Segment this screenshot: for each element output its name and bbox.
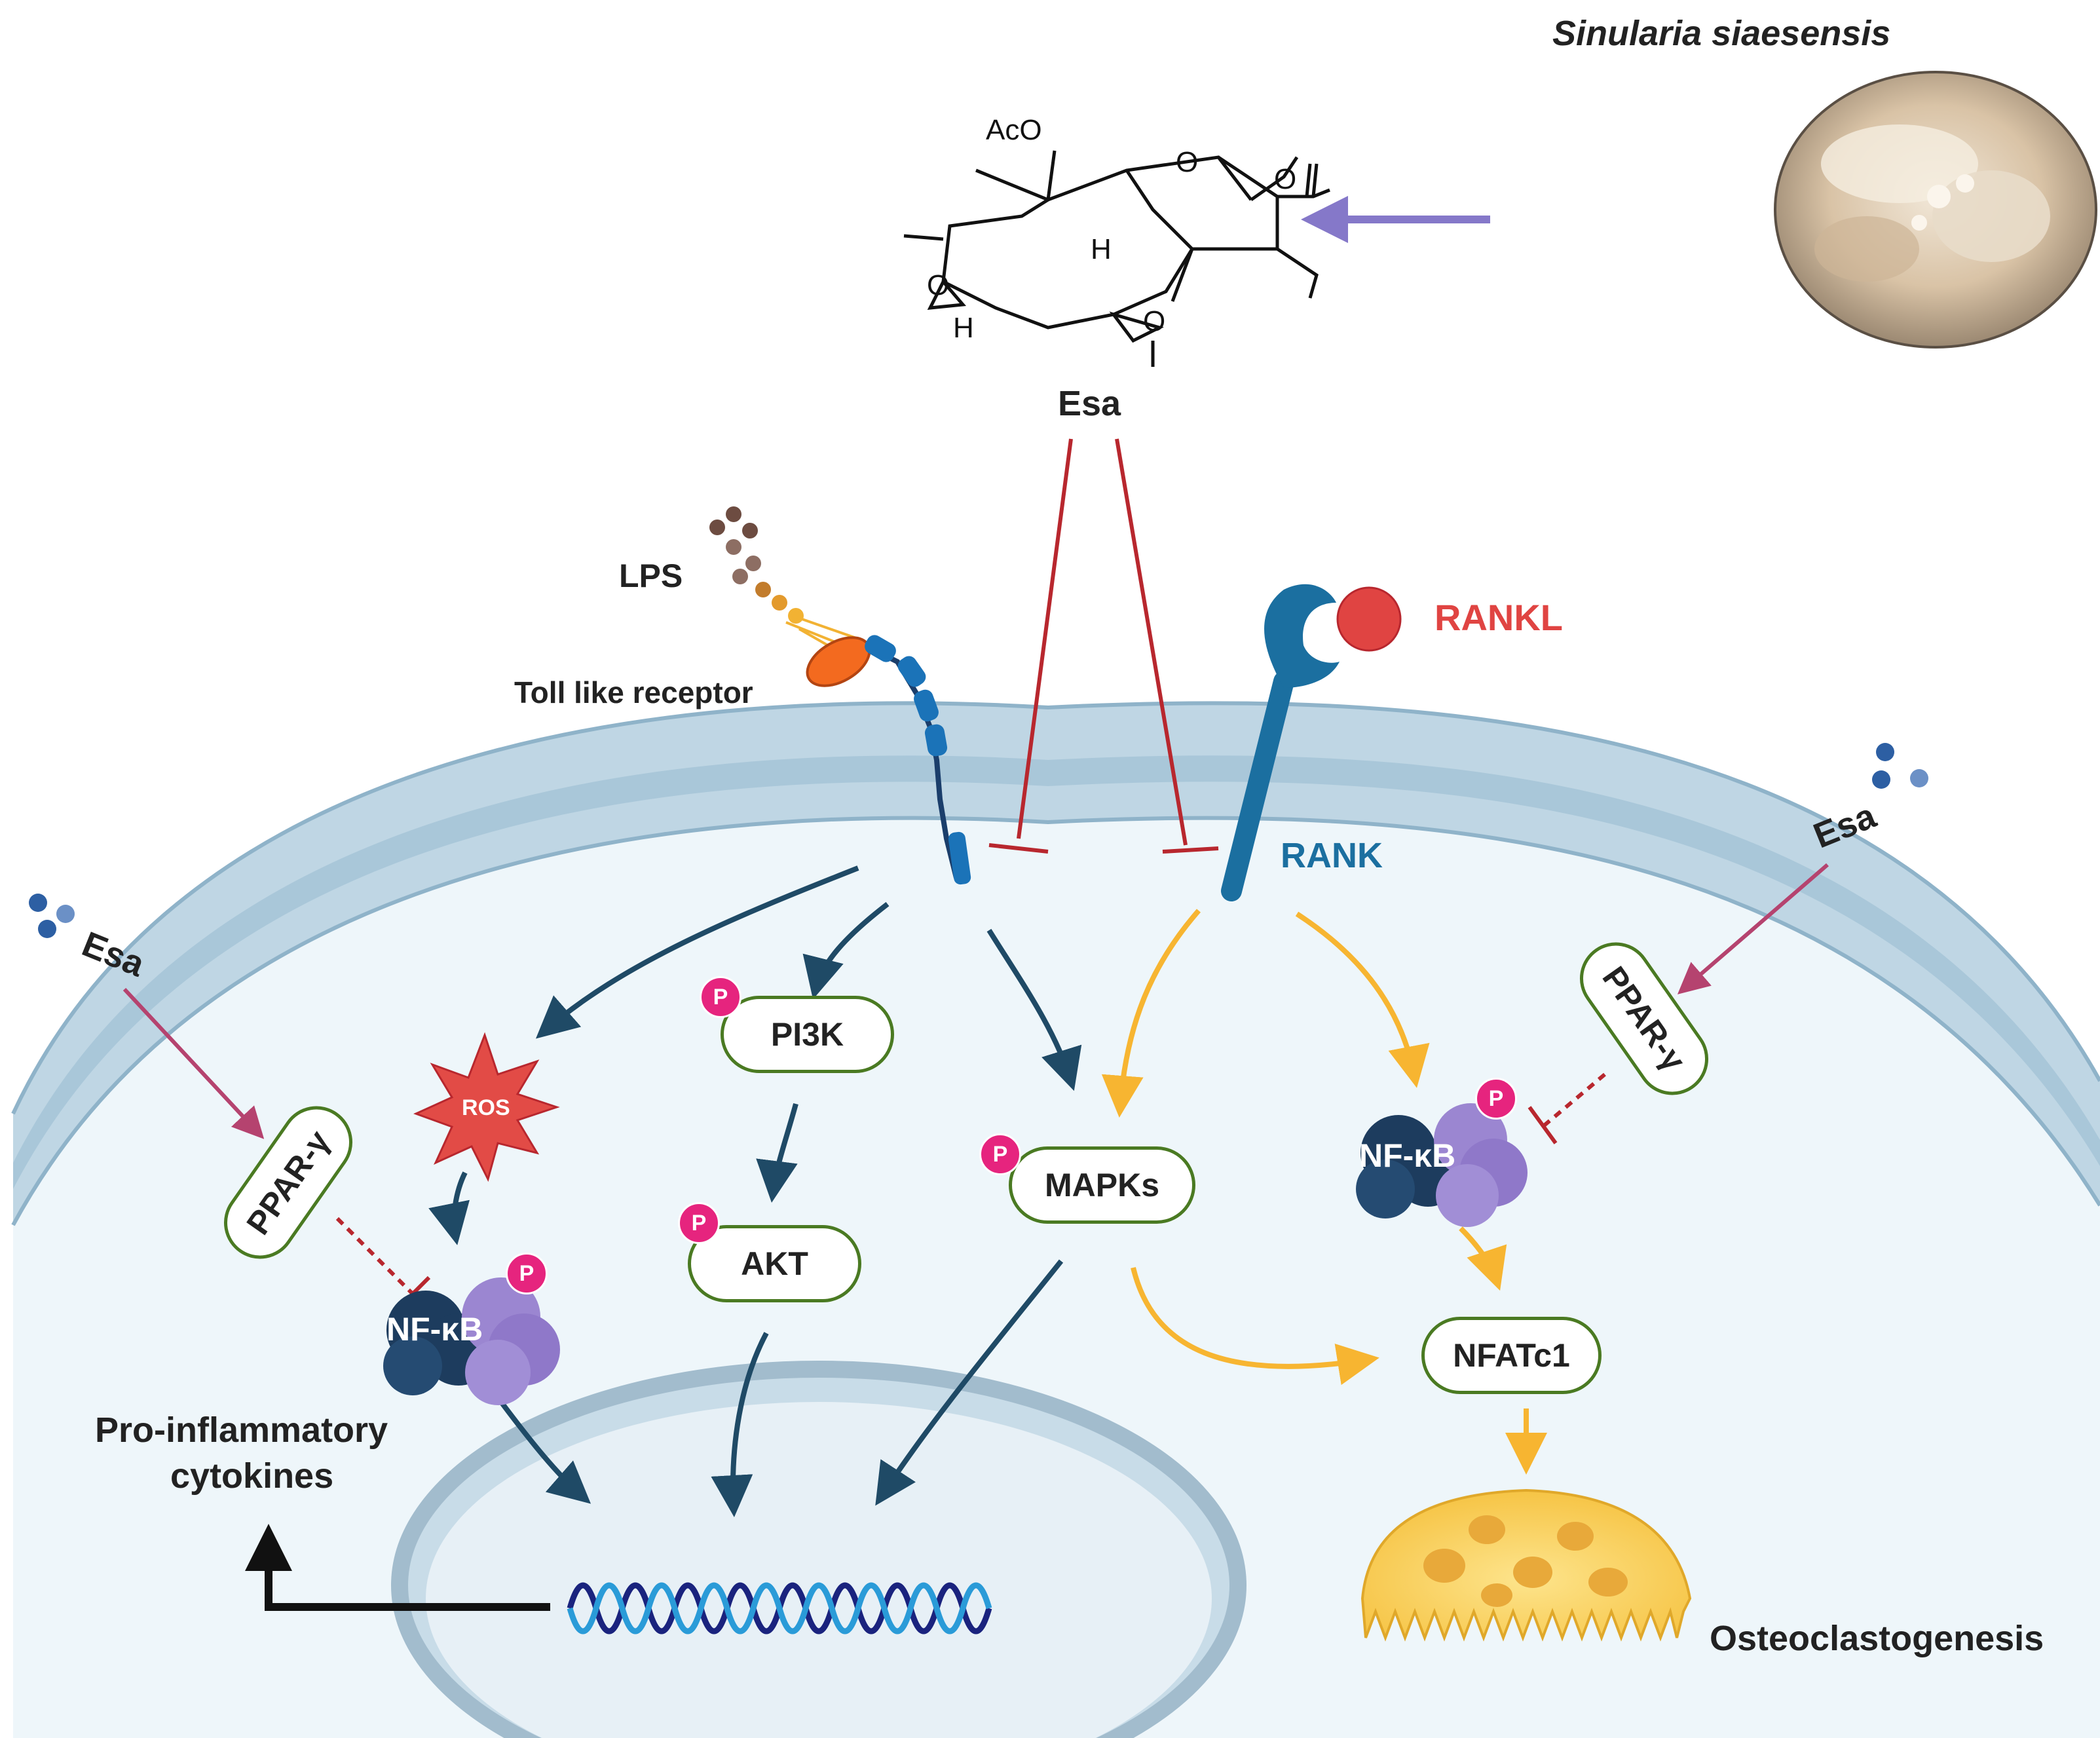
lps-label: LPS <box>619 557 683 594</box>
tlr-label: Toll like receptor <box>514 675 753 709</box>
carbonyl-o-label: O <box>1274 163 1296 195</box>
pi3k-phospho-badge: P <box>700 976 741 1018</box>
rank-signal-arrows <box>1101 909 1547 1475</box>
esa-molecules-right <box>1872 743 1928 789</box>
hydrogen-left: H <box>953 312 974 344</box>
hydrogen-right: H <box>1091 233 1112 265</box>
esa-to-ppar-left-arrow <box>122 987 265 1139</box>
ppar-right-inhibition <box>1528 1072 1606 1144</box>
nucleus <box>391 1361 1247 1738</box>
osteoclastogenesis-label: Osteoclastogenesis <box>1710 1619 2044 1658</box>
tlr-icon <box>806 635 971 885</box>
mapks-phospho-badge: P <box>979 1133 1021 1175</box>
nfatc1-node: NFATc1 <box>1421 1317 1602 1394</box>
akt-phospho-badge: P <box>678 1202 720 1244</box>
nfkb-left-label: NF-κB <box>386 1311 483 1348</box>
esa-compound-label: Esa <box>1058 384 1121 423</box>
esa-to-ppar-right-arrow <box>1677 863 1829 994</box>
source-organism-label: Sinularia siaesensis <box>1552 14 1891 53</box>
esa-inhibition-lines <box>988 438 1219 854</box>
nfkb-left-phospho-badge: P <box>506 1253 548 1294</box>
nfkb-right-label: NF-κB <box>1359 1137 1456 1174</box>
cytokine-output-arrow <box>245 1524 550 1611</box>
rankl-label: RANKL <box>1434 597 1563 638</box>
cytokines-label-line1: Pro-inflammatory <box>95 1410 388 1450</box>
nfatc1-label: NFATc1 <box>1453 1337 1570 1374</box>
ros-burst-icon <box>413 1032 560 1182</box>
mapks-label: MAPKs <box>1044 1167 1160 1203</box>
rank-label: RANK <box>1281 836 1383 875</box>
acetoxy-label: AcO <box>986 114 1042 146</box>
nfkb-right-phospho-badge: P <box>1475 1078 1517 1120</box>
esa-chemical-structure <box>903 150 1330 367</box>
rankl-ligand <box>1336 586 1402 652</box>
nucleoplasm <box>426 1402 1212 1738</box>
pi3k-node: PI3K <box>721 996 894 1073</box>
tlr-signal-arrows <box>428 865 1082 1517</box>
coral-photo <box>1774 71 2097 349</box>
mapks-node: MAPKs <box>1009 1146 1195 1224</box>
membrane-inner-edge <box>11 816 2100 1226</box>
membrane-outer-edge <box>11 701 2100 1115</box>
akt-node: AKT <box>688 1225 861 1302</box>
akt-label: AKT <box>741 1245 808 1282</box>
cytokines-label-line2: cytokines <box>170 1456 334 1496</box>
epoxide-o-right: O <box>1143 305 1165 337</box>
nfkb-left-complex <box>383 1277 560 1405</box>
lps-icon <box>709 506 859 656</box>
rank-receptor <box>1221 584 1340 901</box>
epoxide-o-left: O <box>927 269 949 301</box>
dna-icon <box>567 1582 992 1634</box>
osteoclast-icon <box>1360 1488 1692 1642</box>
ester-o-label: O <box>1176 146 1198 178</box>
esa-molecules-left <box>29 894 75 938</box>
ros-label: ROS <box>462 1095 510 1120</box>
nfkb-right-complex <box>1356 1103 1528 1227</box>
pi3k-label: PI3K <box>770 1016 844 1053</box>
